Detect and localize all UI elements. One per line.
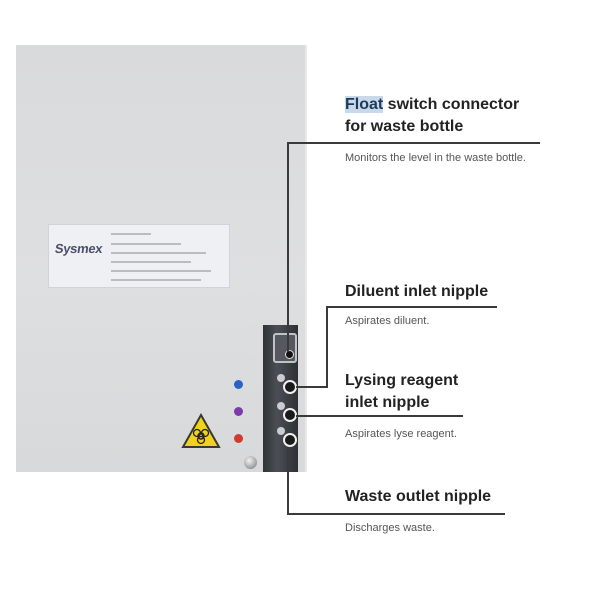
waste-callout-title: Waste outlet nipple xyxy=(345,488,492,505)
nipple-top xyxy=(277,374,285,382)
label-text-line xyxy=(111,252,206,254)
label-text-line xyxy=(111,243,181,245)
waste-callout-description: Discharges waste. xyxy=(345,522,435,534)
label-text-line xyxy=(111,233,151,235)
nipple-top xyxy=(277,402,285,410)
biohazard-icon xyxy=(181,413,221,448)
leader-line-lysing xyxy=(296,415,463,417)
brand-logo: Sysmex xyxy=(53,241,104,256)
leader-line-float xyxy=(287,142,289,352)
leader-line-waste xyxy=(287,513,505,515)
rating-label: Sysmex xyxy=(48,224,230,288)
label-text-line xyxy=(111,261,191,263)
red-indicator-dot xyxy=(234,434,243,443)
diluent-callout-title: Diluent inlet nipple xyxy=(345,283,489,300)
screw xyxy=(244,456,257,469)
label-text-line xyxy=(111,279,201,281)
leader-line-waste xyxy=(287,447,289,515)
leader-line-diluent xyxy=(326,306,328,388)
blue-indicator-dot xyxy=(234,380,243,389)
leader-line-float xyxy=(287,142,540,144)
diluent-inlet-nipple xyxy=(283,380,297,394)
lysing-inlet-nipple xyxy=(283,408,297,422)
purple-indicator-dot xyxy=(234,407,243,416)
waste-outlet-nipple xyxy=(283,433,297,447)
title-text: switch connector xyxy=(383,96,520,113)
label-text-line xyxy=(111,270,211,272)
lysing-callout-description: Aspirates lyse reagent. xyxy=(345,428,457,440)
leader-line-diluent xyxy=(326,306,497,308)
float-callout-title: Float switch connector for waste bottle xyxy=(345,94,519,138)
diluent-callout-description: Aspirates diluent. xyxy=(345,315,430,327)
leader-line-diluent xyxy=(296,386,328,388)
title-text: Lysing reagent xyxy=(345,372,459,389)
title-text: inlet nipple xyxy=(345,394,430,411)
title-text: for waste bottle xyxy=(345,118,464,135)
float-callout-description: Monitors the level in the waste bottle. xyxy=(345,152,526,164)
lysing-callout-title: Lysing reagent inlet nipple xyxy=(345,370,458,414)
nipple-top xyxy=(277,427,285,435)
highlighted-word: Float xyxy=(345,96,384,113)
float-switch-connector xyxy=(273,333,297,363)
